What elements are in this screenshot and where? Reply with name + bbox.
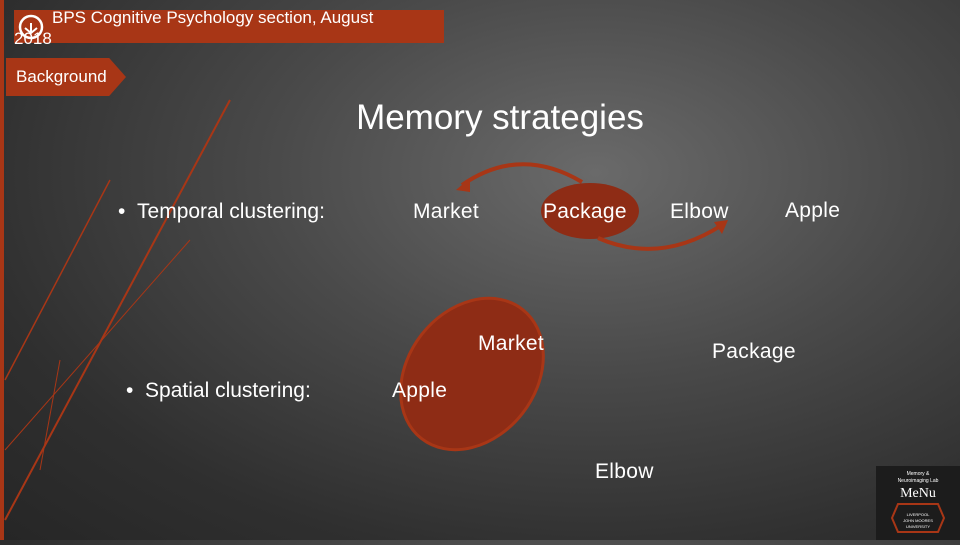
temporal-arrowhead-top [456,178,470,192]
svg-text:Neuroimaging Lab: Neuroimaging Lab [898,478,939,484]
svg-text:JOHN MOORES: JOHN MOORES [903,518,933,523]
temporal-word-package: Package [543,200,627,223]
temporal-word-market: Market [413,200,479,223]
spatial-cluster-ellipse [399,296,545,452]
menu-lab-badge: Memory & Neuroimaging Lab MeNu LIVERPOOL… [876,466,960,540]
section-tag-label: Background [16,67,107,86]
temporal-arc-bottom [597,223,724,251]
svg-text:LIVERPOOL: LIVERPOOL [907,512,930,517]
temporal-word-apple: Apple [785,199,841,222]
spatial-word-package: Package [712,340,796,363]
bullet-dot-icon: • [126,379,146,402]
spatial-word-elbow: Elbow [595,460,654,483]
bps-logo-icon [18,14,44,40]
svg-text:Memory &: Memory & [907,471,930,477]
section-tag [6,58,126,96]
conference-title: BPS Cognitive Psychology section, August… [14,8,374,48]
bullet-dot-icon: • [118,200,138,223]
spatial-word-apple: Apple [392,379,448,402]
spatial-clustering-label: • Spatial clustering: [126,379,311,402]
temporal-word-elbow: Elbow [670,200,729,223]
svg-text:UNIVERSITY: UNIVERSITY [906,524,930,529]
temporal-arc-top [460,162,584,187]
package-highlight-ellipse [541,183,639,239]
header-bar [14,10,444,43]
svg-text:MeNu: MeNu [900,486,936,501]
temporal-arrowhead-bottom [714,220,728,234]
spatial-word-market: Market [478,332,544,355]
slide-title: Memory strategies [356,98,644,137]
menu-lab-logo-icon: Memory & Neuroimaging Lab MeNu LIVERPOOL… [890,471,946,533]
temporal-clustering-label: • Temporal clustering: [118,200,325,223]
